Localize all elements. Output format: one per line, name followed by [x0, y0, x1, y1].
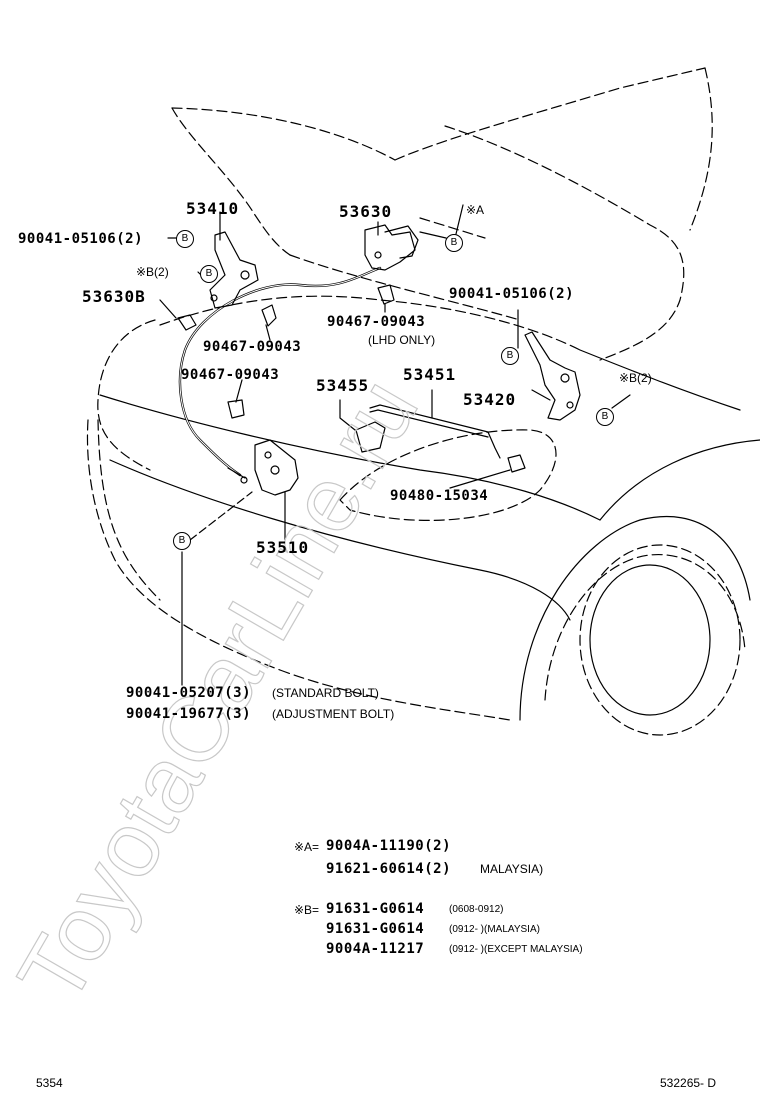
- marker-b: B: [200, 265, 218, 283]
- marker-b: B: [445, 234, 463, 252]
- support-rod-holder: [355, 421, 386, 453]
- hood-cushion: [507, 454, 526, 473]
- note-a-line2-note: MALAYSIA): [480, 862, 544, 876]
- callout-90041-19677: 90041-19677(3): [126, 706, 252, 722]
- wheel: [579, 544, 741, 736]
- note-b2-right: ※B(2): [619, 371, 652, 385]
- bumper-left-edge: [97, 419, 161, 601]
- callout-53451: 53451: [403, 365, 457, 384]
- clip-90467-a: [261, 304, 277, 327]
- callout-53630b: 53630B: [82, 287, 146, 306]
- callout-90467-09043-left: 90467-09043: [203, 339, 302, 355]
- callout-53455: 53455: [316, 376, 370, 395]
- callout-90041-05106-right: 90041-05106(2): [449, 286, 575, 302]
- note-b-prefix: ※B=: [294, 903, 320, 917]
- note-lhd-only: (LHD ONLY): [368, 333, 436, 347]
- hood-release-lever: [364, 224, 419, 271]
- note-adjustment-bolt: (ADJUSTMENT BOLT): [272, 707, 395, 721]
- hood-edge-top: [394, 67, 706, 161]
- callout-90467-09043-lhd: 90467-09043: [327, 314, 426, 330]
- note-b-line1-note: (0608-0912): [449, 904, 504, 915]
- note-a-line1: 9004A-11190(2): [326, 838, 452, 854]
- note-b-line3: 9004A-11217: [326, 941, 425, 957]
- note-b2-left: ※B(2): [136, 265, 169, 279]
- headlamp-outline: [339, 429, 557, 521]
- note-a-top: ※A: [466, 203, 485, 217]
- note-b-line3-note: (0912- )(EXCEPT MALAYSIA): [449, 944, 583, 955]
- marker-b: B: [173, 532, 191, 550]
- note-b-line2-note: (0912- )(MALAYSIA): [449, 924, 540, 935]
- hood-edge-right: [444, 125, 685, 361]
- hood-edge-left: [171, 107, 291, 256]
- bumper-bottom-edge: [279, 669, 511, 721]
- marker-b: B: [176, 230, 194, 248]
- callout-53510: 53510: [256, 538, 310, 557]
- marker-b: B: [596, 408, 614, 426]
- hood-support-rod: [369, 404, 501, 459]
- marker-b: B: [501, 347, 519, 365]
- callout-90467-09043-mid: 90467-09043: [181, 367, 280, 383]
- footer-illustration-code: 532265- D: [660, 1076, 717, 1090]
- callout-90041-05106-left: 90041-05106(2): [18, 231, 144, 247]
- note-standard-bolt: (STANDARD BOLT): [272, 686, 379, 700]
- clip-90467-lhd: [377, 284, 395, 305]
- note-a-prefix: ※A=: [294, 840, 320, 854]
- cable-clip-53630b: [177, 314, 197, 331]
- callout-90480-15034: 90480-15034: [390, 488, 489, 504]
- note-b-line1: 91631-G0614: [326, 901, 425, 917]
- hood-hinge-left: [209, 231, 259, 309]
- note-a-line2: 91621-60614(2): [326, 861, 452, 877]
- note-b-line2: 91631-G0614: [326, 921, 425, 937]
- clip-90467-b: [227, 399, 245, 419]
- callout-53630: 53630: [339, 202, 393, 221]
- footer-page-number: 5354: [36, 1076, 63, 1090]
- callout-90041-05207: 90041-05207(3): [126, 685, 252, 701]
- hood-hinge-right: [524, 331, 581, 421]
- callout-53410: 53410: [186, 199, 240, 218]
- hood-lock-assembly: [227, 439, 299, 496]
- callout-53420: 53420: [463, 390, 517, 409]
- wheel-arch: [519, 515, 751, 721]
